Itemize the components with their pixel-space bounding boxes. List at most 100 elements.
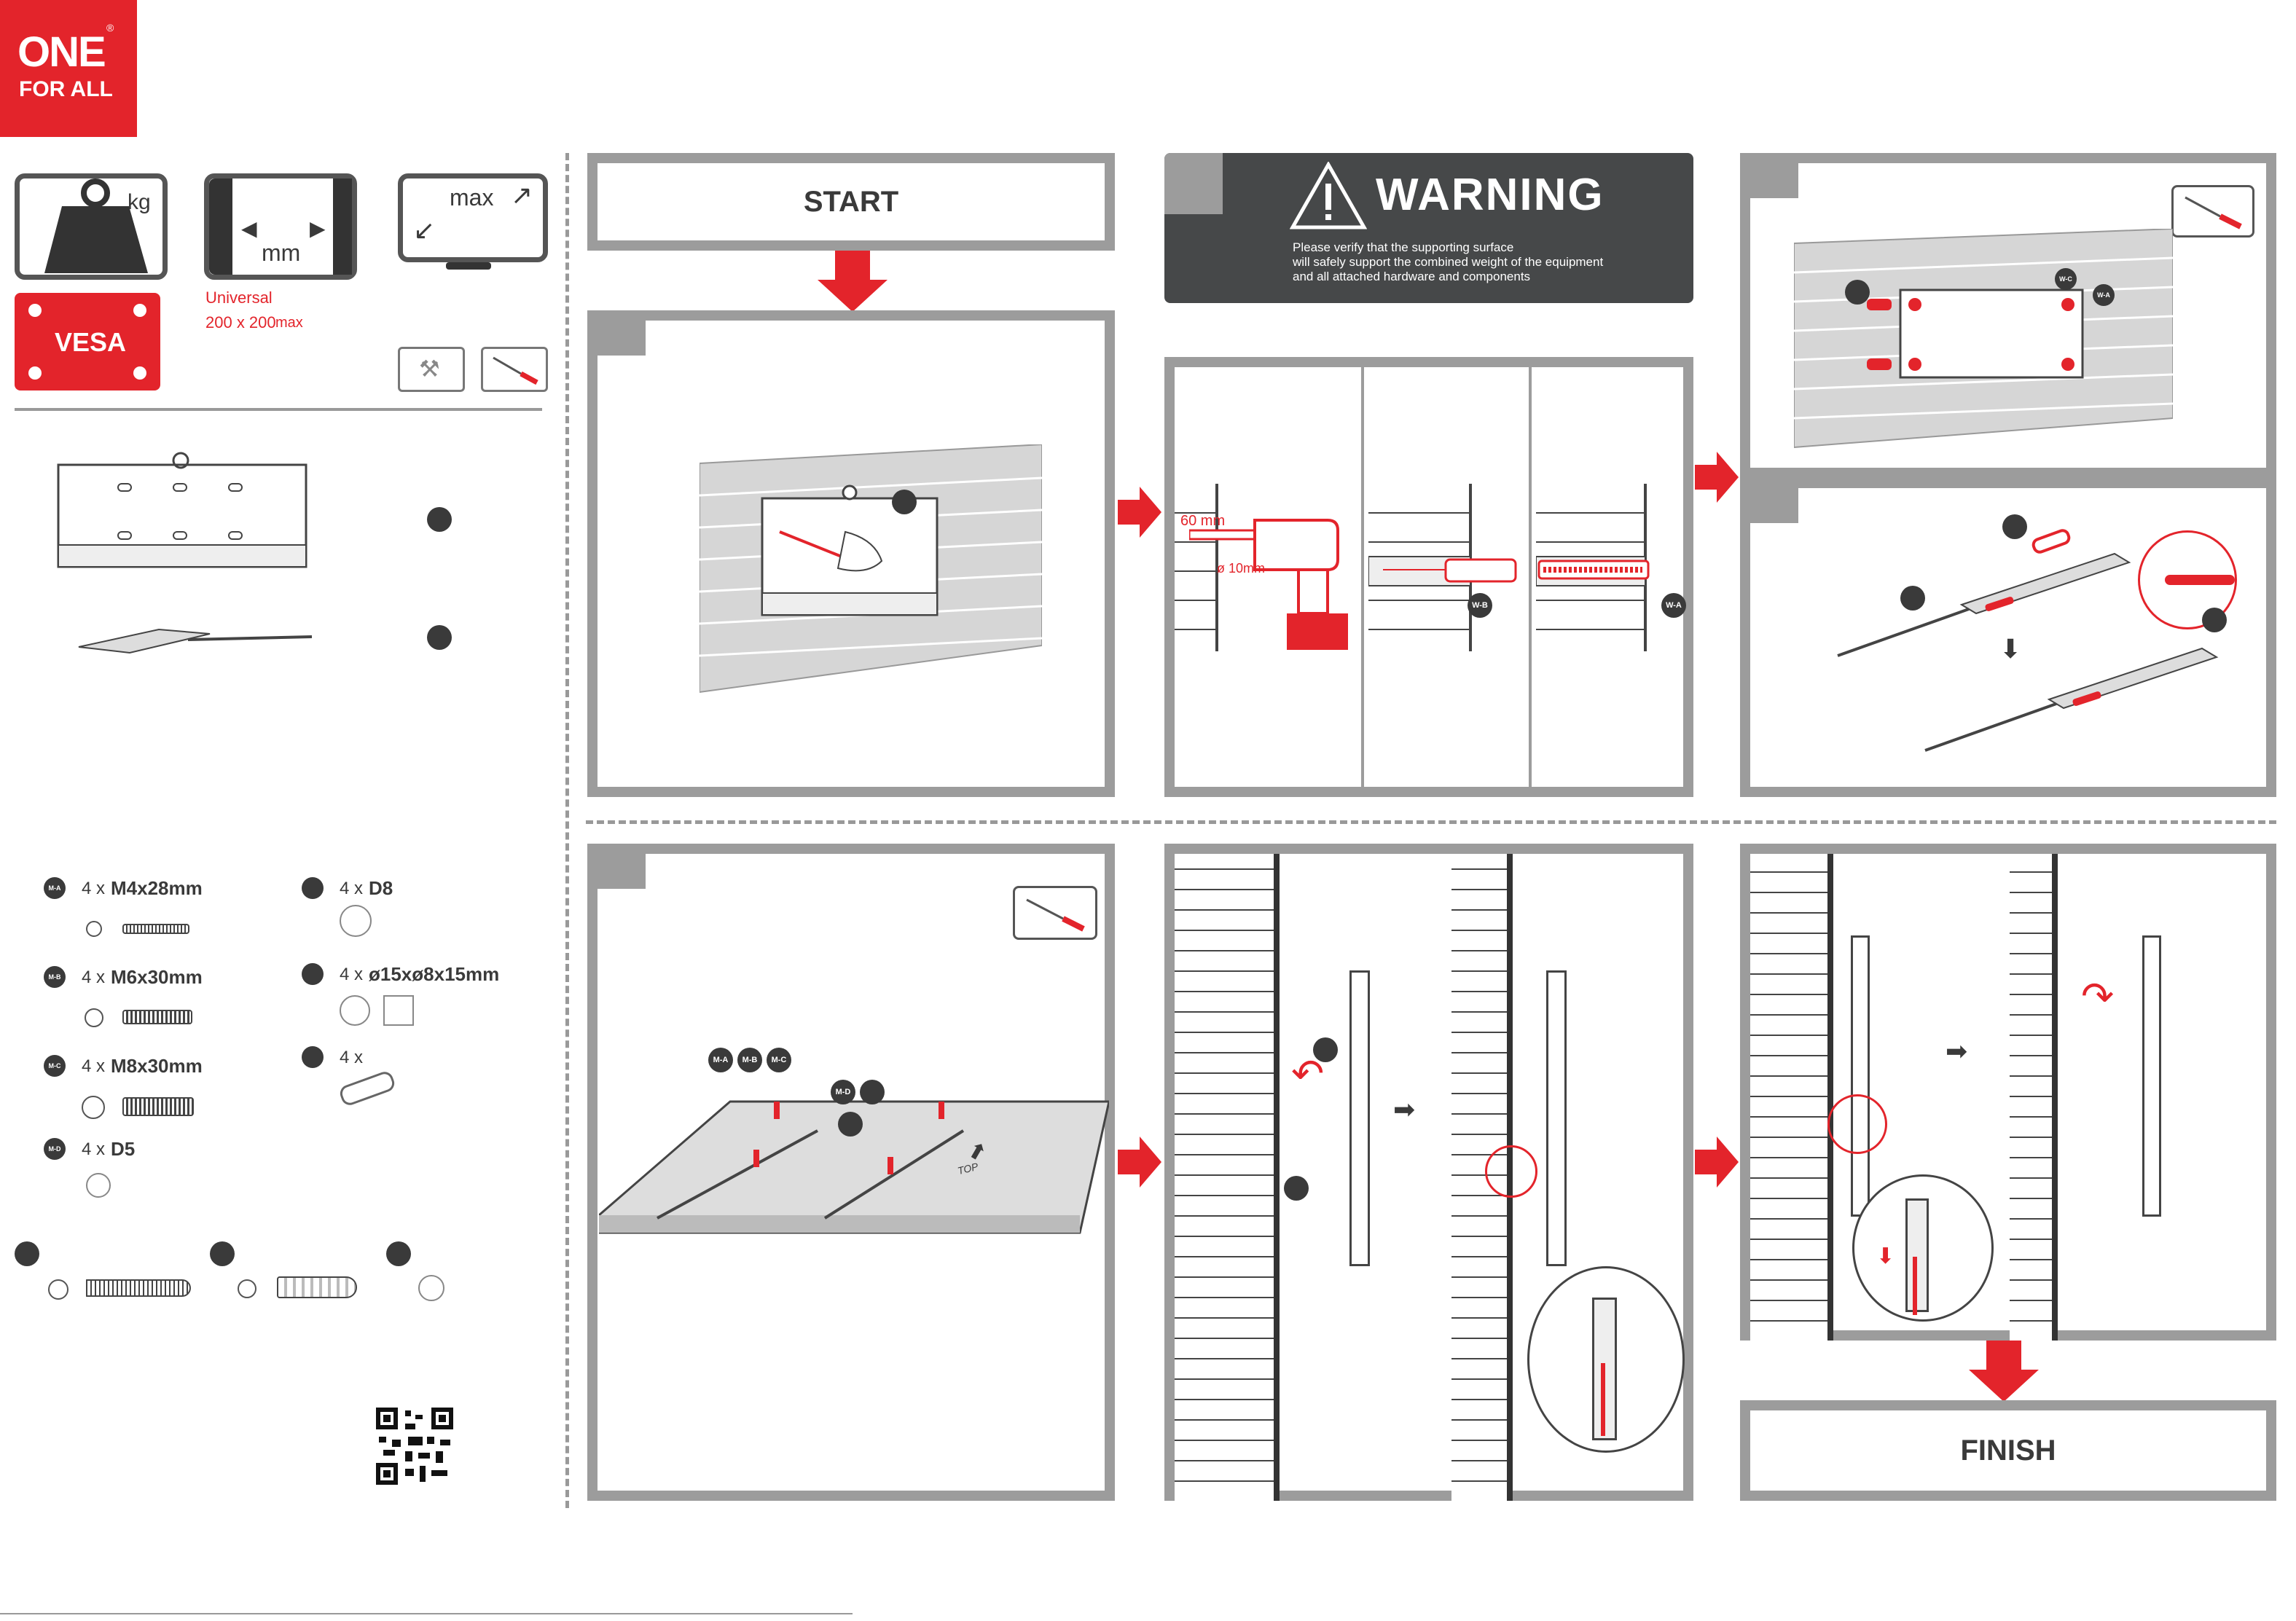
part-code-badge: M-B [44, 966, 66, 988]
step6-wall-edge-left [1274, 854, 1280, 1501]
step4-corner [1740, 478, 1798, 523]
step5-panel: M-A M-B M-C M-D TOP ⬆ [587, 844, 1115, 1501]
mc-badge: M-C [767, 1048, 791, 1072]
weight-unit: kg [128, 190, 151, 214]
part-name: M8x30mm [111, 1055, 203, 1077]
step6-tv-right [1546, 970, 1567, 1266]
screwdriver-icon [1026, 898, 1085, 932]
step4-badge-clip [2002, 514, 2027, 539]
part-badge-1 [427, 507, 452, 532]
wc-badge: W-C [2055, 268, 2077, 290]
safety-strap-illustration [78, 628, 313, 654]
spacer-ring-icon [340, 995, 370, 1026]
part-row-clip: 4 x [302, 1046, 520, 1108]
part-qty: 4 x [340, 879, 364, 898]
part-badge [302, 963, 324, 985]
step7-zoom-strap [1913, 1257, 1917, 1315]
vesa-size: 200 x 200 [205, 313, 276, 331]
part-badge-2 [427, 625, 452, 650]
step2-divider-2 [1529, 367, 1532, 797]
arrow-right-2-icon [1695, 452, 1739, 503]
step7-wall-mid [2010, 854, 2052, 1341]
step6-zoom-strap [1601, 1363, 1605, 1436]
brand-logo-line1: ONE [17, 28, 106, 76]
wa-badge-step2: W-A [1661, 593, 1686, 618]
part-row-spacer: 4 x ø15xø8x15mm [302, 963, 520, 1026]
vesa-max: max [275, 315, 303, 331]
drill-icon: ⚒ [419, 356, 440, 382]
step4-detail-badge [2202, 608, 2227, 632]
vesa-hole-bl [28, 366, 42, 380]
drill-wall-illustration [1175, 484, 1218, 651]
wood-screw-head-icon [48, 1279, 68, 1300]
hardware-badge-3 [386, 1241, 411, 1266]
md-badge: M-D [831, 1080, 855, 1104]
step7-detail-circle [1827, 1094, 1887, 1154]
vertical-dashed-divider [565, 153, 569, 1508]
washer-icon [86, 1173, 111, 1198]
step5-badge-a [860, 1080, 885, 1104]
part-qty: 4 x [340, 1048, 364, 1067]
washer-icon [340, 905, 372, 937]
step6-detail-circle [1485, 1145, 1537, 1198]
part-name: D5 [111, 1138, 136, 1160]
part-code-badge: M-D [44, 1138, 66, 1160]
screw-head-icon [85, 1008, 103, 1027]
left-arrow-icon: ◀ [241, 217, 257, 240]
arrow-right-3-icon [1118, 1137, 1161, 1188]
screw-shaft-icon [122, 1010, 192, 1024]
step7-wall-edge-mid [2052, 854, 2058, 1341]
part-code-badge: M-C [44, 1055, 66, 1077]
hardware-badge-1 [15, 1241, 39, 1266]
part-row-ma: M-A 4 x M4x28mm [44, 877, 335, 937]
warning-line2: will safely support the combined weight … [1293, 255, 1604, 269]
part-name: M4x28mm [111, 877, 203, 899]
right-arrow-icon: ➡ [1946, 1036, 1968, 1066]
qr-code [376, 1408, 453, 1485]
start-banner: START [587, 153, 1115, 251]
weight-icon [44, 178, 148, 273]
max-label: max [450, 184, 494, 211]
warning-title: WARNING [1376, 170, 1605, 220]
diagonal-arrow-down-icon: ↙ [413, 215, 436, 245]
screwdriver-tool-box-step3 [2171, 185, 2254, 238]
vesa-hole-tl [28, 304, 42, 317]
diagonal-arrow-icon: ↗ [511, 180, 533, 210]
vesa-hole-tr [133, 304, 146, 317]
down-arrow-red-icon: ⬇ [1876, 1244, 1895, 1268]
part-qty: 4 x [82, 879, 106, 898]
part-qty: 4 x [82, 1056, 106, 1076]
wa-badge-step3: W-A [2093, 284, 2115, 306]
step7-wall-edge-left [1827, 854, 1833, 1341]
step6-badge-a [1313, 1037, 1338, 1062]
size-unit: mm [262, 240, 301, 266]
start-down-arrow-icon [818, 251, 888, 312]
part-name: M6x30mm [111, 966, 203, 988]
step4-badge-strap [1900, 586, 1925, 611]
step3-badge [1845, 280, 1870, 305]
part-row-mb: M-B 4 x M6x30mm [44, 966, 335, 1027]
down-arrow-icon: ⬇ [1999, 634, 2022, 664]
strap-detail-red [2165, 575, 2235, 585]
step4-panel: ⬇ [1740, 478, 2276, 797]
max-size-box: max ↗ ↙ [398, 173, 548, 262]
part-badge [302, 877, 324, 899]
tv-stand-bar [446, 262, 491, 270]
right-arrow-icon: ▶ [310, 217, 326, 240]
tv-back-illustration [599, 1100, 1109, 1234]
screw-head-icon [82, 1096, 105, 1119]
step6-panel: ↶ ➡ [1164, 844, 1693, 1501]
start-label: START [803, 185, 899, 218]
size-spec-box: ◀ ▶ mm [204, 173, 357, 280]
wall-anchor-icon [277, 1276, 357, 1298]
screw-head-icon [86, 921, 102, 937]
step1-badge [892, 490, 917, 514]
strap-illustration-bottom [1924, 647, 2219, 752]
horizontal-dashed-divider [586, 820, 2276, 824]
clip-icon [337, 1069, 397, 1108]
right-arrow-icon: ➡ [1393, 1094, 1416, 1124]
drill-diameter-label: ø 10mm [1217, 561, 1266, 576]
anchor-insert-illustration [1368, 484, 1517, 651]
part-name: D8 [369, 877, 393, 899]
step7-zoom-circle: ⬇ [1852, 1174, 1994, 1322]
